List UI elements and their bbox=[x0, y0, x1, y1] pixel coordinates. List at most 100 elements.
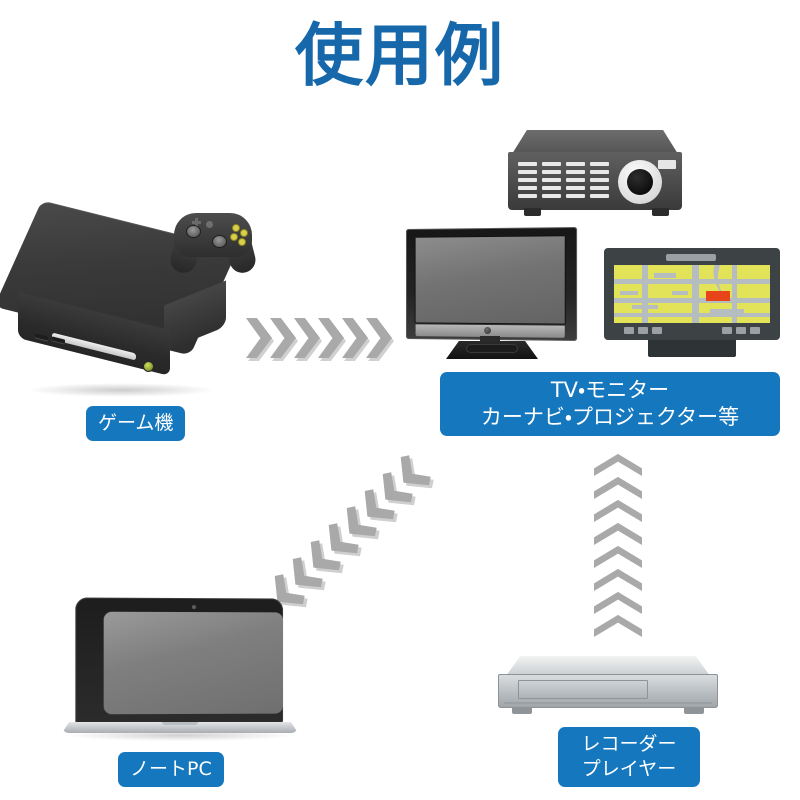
laptop-base bbox=[62, 722, 298, 733]
projector-vent-slat bbox=[542, 170, 561, 174]
car-navigation-top-slot bbox=[666, 254, 716, 261]
recorder-foot-left bbox=[512, 707, 532, 714]
laptop-screen bbox=[103, 611, 284, 715]
map-road bbox=[620, 291, 638, 295]
projector-icon bbox=[500, 130, 690, 225]
projector-vent-slat bbox=[566, 194, 585, 198]
map-road bbox=[692, 265, 699, 323]
label-display-line-2: カーナビ・プロジェクター等 bbox=[480, 405, 740, 429]
label-game-console-text: ゲーム機 bbox=[98, 412, 174, 434]
chevron-right-2 bbox=[270, 318, 296, 358]
label-recorder-line-1: レコーダー bbox=[581, 733, 677, 755]
projector-vent-slat bbox=[566, 178, 585, 182]
map-destination-marker bbox=[706, 291, 730, 301]
projector-vent-slat bbox=[590, 170, 609, 174]
car-navigation-button-3 bbox=[652, 327, 662, 334]
controller-stick-left bbox=[186, 225, 201, 238]
car-navigation-map-screen bbox=[614, 265, 770, 323]
car-navigation-button-2 bbox=[638, 327, 648, 334]
projector-foot-right bbox=[652, 208, 669, 216]
projector-lens bbox=[627, 169, 653, 195]
controller-center-button bbox=[206, 221, 213, 228]
label-laptop-text: ノートPC bbox=[130, 758, 212, 780]
projector-vent-slat bbox=[590, 178, 609, 182]
projector-vent-slat bbox=[590, 186, 609, 190]
controller-button-2 bbox=[240, 229, 248, 237]
chevron-up-5 bbox=[594, 545, 642, 568]
page-title: 使用例 bbox=[294, 17, 505, 96]
controller-stick-right bbox=[212, 235, 227, 248]
tv-soundbar bbox=[466, 344, 518, 353]
recorder-disc-tray bbox=[518, 680, 648, 699]
map-road bbox=[654, 273, 676, 278]
game-controller-icon bbox=[167, 205, 259, 277]
recorder-player-icon bbox=[492, 656, 724, 726]
projector-vent-slat bbox=[518, 170, 537, 174]
map-road bbox=[672, 291, 688, 295]
car-navigation-button-5 bbox=[736, 327, 746, 334]
chevron-up-4 bbox=[594, 522, 642, 545]
label-display-line-1: TV・モニター bbox=[550, 378, 670, 402]
laptop-icon bbox=[62, 597, 298, 748]
console-power-led bbox=[143, 361, 154, 372]
label-recorder-player: レコーダー プレイヤー bbox=[558, 727, 700, 787]
chevron-right-arrow bbox=[246, 318, 396, 361]
projector-vent-slat bbox=[518, 186, 537, 190]
projector-vent-slat bbox=[542, 186, 561, 190]
car-navigation-button-4 bbox=[722, 327, 732, 334]
car-navigation-icon bbox=[604, 248, 780, 360]
map-road bbox=[642, 265, 648, 323]
chevron-up-3 bbox=[594, 499, 642, 522]
projector-foot-left bbox=[524, 208, 541, 216]
game-console-icon bbox=[0, 200, 248, 400]
tv-stand-neck bbox=[480, 336, 500, 344]
controller-button-4 bbox=[238, 238, 246, 246]
laptop-lid bbox=[75, 597, 284, 727]
laptop-hinge-notch bbox=[162, 722, 198, 725]
chevron-right-1 bbox=[246, 318, 272, 358]
projector-vent-slat bbox=[542, 194, 561, 198]
projector-top bbox=[512, 130, 678, 154]
chevron-right-3 bbox=[294, 318, 320, 358]
label-game-console: ゲーム機 bbox=[86, 406, 186, 441]
controller-button-3 bbox=[230, 233, 238, 241]
controller-button-1 bbox=[232, 224, 240, 232]
projector-vent-slat bbox=[518, 162, 537, 166]
chevron-up-1 bbox=[594, 453, 642, 476]
map-road bbox=[732, 265, 737, 323]
projector-vent-slat bbox=[566, 186, 585, 190]
projector-badge bbox=[658, 160, 676, 169]
chevron-up-6 bbox=[594, 568, 642, 591]
laptop-webcam-icon bbox=[191, 605, 196, 610]
television-icon bbox=[404, 226, 578, 368]
chevron-up-2 bbox=[594, 476, 642, 499]
projector-vent-slat bbox=[566, 170, 585, 174]
recorder-foot-right bbox=[684, 707, 704, 714]
chevron-diagonal-arrow bbox=[268, 448, 440, 608]
chevron-right-4 bbox=[318, 318, 344, 358]
projector-vent-slat bbox=[590, 194, 609, 198]
recorder-front-line bbox=[504, 702, 712, 704]
map-road bbox=[710, 309, 744, 314]
projector-vent-slat bbox=[566, 162, 585, 166]
car-navigation-button-1 bbox=[624, 327, 634, 334]
label-recorder-line-2: プレイヤー bbox=[581, 758, 677, 780]
recorder-top bbox=[506, 656, 710, 676]
map-road bbox=[632, 305, 658, 309]
car-navigation-button-6 bbox=[750, 327, 760, 334]
projector-vent-slat bbox=[542, 178, 561, 182]
tv-screen bbox=[414, 235, 566, 325]
chevron-right-6 bbox=[366, 318, 392, 358]
projector-vent-slat bbox=[518, 178, 537, 182]
projector-vent-grille bbox=[518, 162, 610, 202]
projector-vent-slat bbox=[542, 162, 561, 166]
controller-dpad-icon bbox=[192, 218, 201, 227]
console-shadow bbox=[26, 383, 216, 397]
chevron-up-7 bbox=[594, 591, 642, 614]
car-navigation-stand bbox=[648, 340, 736, 357]
label-display-devices: TV・モニター カーナビ・プロジェクター等 bbox=[440, 372, 780, 436]
tv-frame bbox=[405, 226, 578, 342]
laptop-shadow bbox=[68, 733, 292, 741]
label-laptop: ノートPC bbox=[118, 752, 224, 787]
